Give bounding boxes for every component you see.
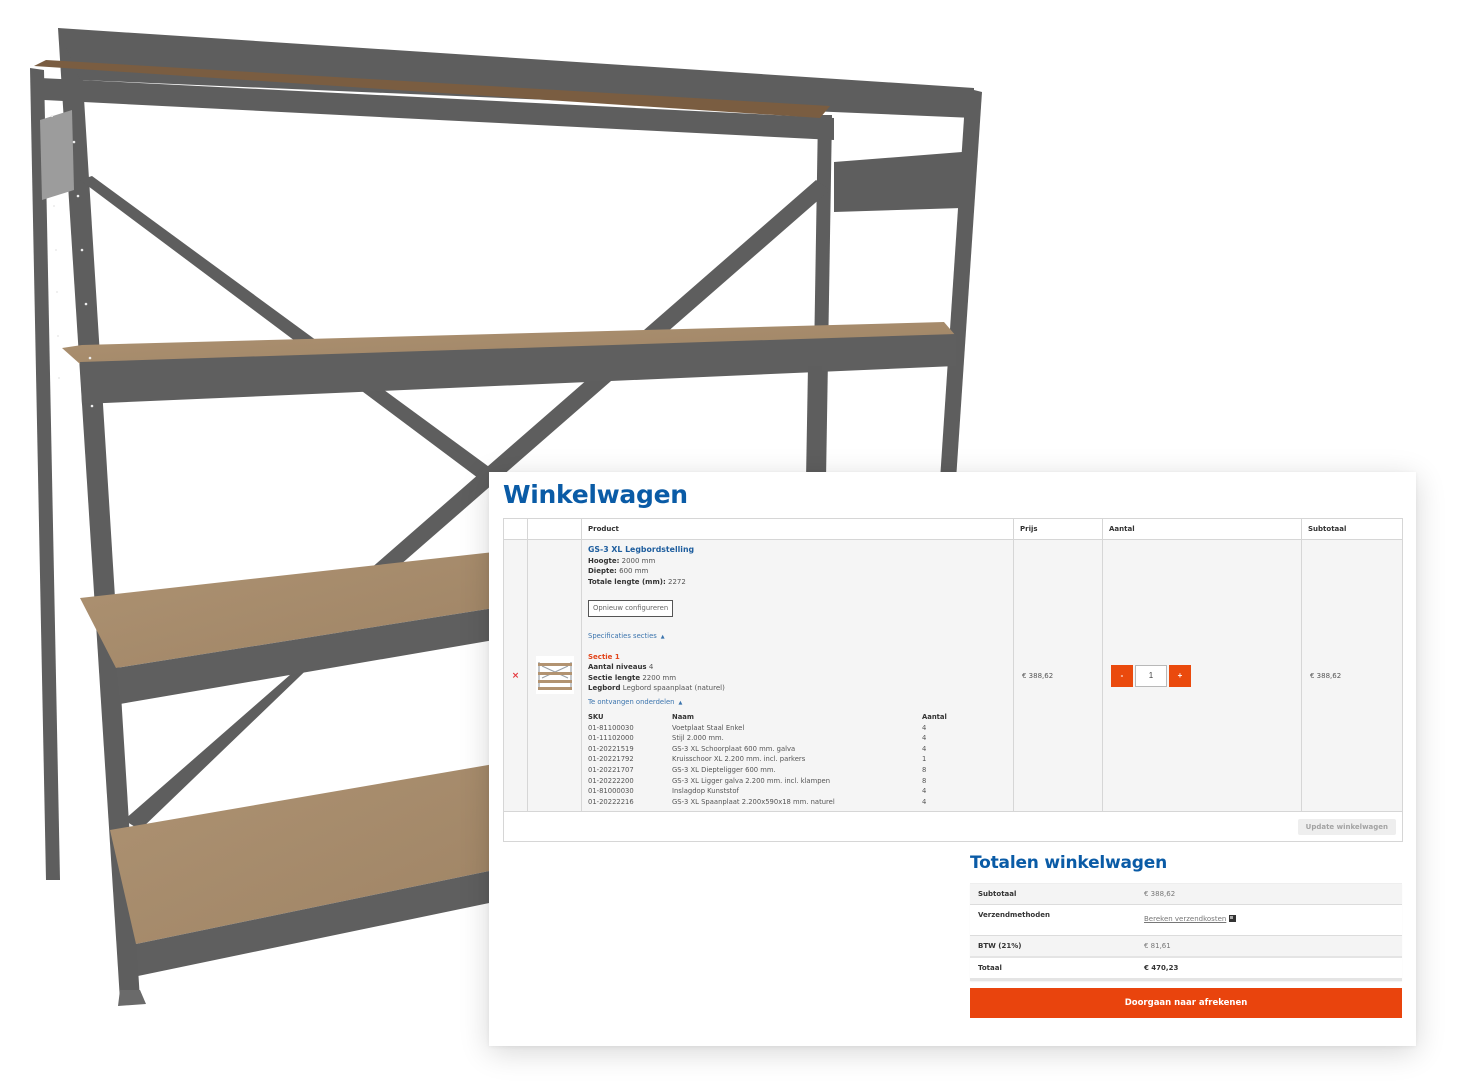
parts-header-name: Naam <box>672 713 694 722</box>
shelving-unit-thumbnail-icon[interactable] <box>535 655 574 694</box>
column-header-price: Prijs <box>1013 518 1103 540</box>
calculator-icon[interactable] <box>1229 915 1237 922</box>
product-thumbnail-cell <box>527 538 582 813</box>
parts-header-sku: SKU <box>588 713 604 722</box>
update-cart-button[interactable]: Update winkelwagen <box>1297 818 1396 835</box>
caret-up-icon: ▲ <box>678 699 683 706</box>
section-attribute-levels: Aantal niveaus 4 <box>588 663 654 671</box>
totals-row-total: Totaal € 470,23 <box>970 956 1402 981</box>
column-header-subtotal: Subtotaal <box>1301 518 1403 540</box>
cart-item-row: × <box>503 538 1403 813</box>
specs-sections-toggle[interactable]: Specificaties secties▲ <box>588 632 665 640</box>
column-header-quantity: Aantal <box>1102 518 1302 540</box>
cart-totals-title: Totalen winkelwagen <box>970 853 1168 873</box>
remove-item-button[interactable]: × <box>503 538 528 813</box>
product-attribute-total-length: Totale lengte (mm): 2272 <box>588 577 686 586</box>
parts-toggle[interactable]: Te ontvangen onderdelen▲ <box>588 697 683 706</box>
product-details: GS-3 XL Legbordstelling Hoogte: 2000 mm … <box>581 538 1014 813</box>
decrease-quantity-button[interactable]: - <box>1111 664 1133 687</box>
column-header-thumbnail <box>527 518 582 540</box>
cart-panel: Winkelwagen Product Prijs Aantal Subtota… <box>489 472 1416 1046</box>
quantity-input[interactable] <box>1135 664 1167 687</box>
product-name-link[interactable]: GS-3 XL Legbordstelling <box>588 545 695 554</box>
cart-totals-table: Subtotaal € 388,62 Verzendmethoden Berek… <box>970 883 1402 981</box>
parts-header-qty: Aantal <box>922 713 947 722</box>
caret-up-icon: ▲ <box>660 634 665 640</box>
totals-row-vat: BTW (21%) € 81,61 <box>970 935 1402 958</box>
quantity-stepper: - + <box>1102 538 1302 813</box>
totals-row-shipping: Verzendmethoden Bereken verzendkosten <box>970 904 1402 936</box>
item-price: € 388,62 <box>1013 538 1103 813</box>
increase-quantity-button[interactable]: + <box>1169 664 1191 687</box>
remove-icon[interactable]: × <box>511 670 520 681</box>
cart-table-header: Product Prijs Aantal Subtotaal <box>503 518 1403 540</box>
column-header-remove <box>503 518 528 540</box>
product-attribute-height: Hoogte: 2000 mm <box>588 556 656 565</box>
totals-row-subtotal: Subtotaal € 388,62 <box>970 883 1402 905</box>
section-title: Sectie 1 <box>588 652 620 661</box>
product-attribute-depth: Diepte: 600 mm <box>588 567 649 575</box>
section-attribute-shelf: Legbord Legbord spaanplaat (naturel) <box>588 684 725 692</box>
page-title: Winkelwagen <box>503 480 688 509</box>
reconfigure-button[interactable]: Opnieuw configureren <box>588 600 674 617</box>
column-header-product: Product <box>581 518 1014 540</box>
proceed-to-checkout-button[interactable]: Doorgaan naar afrekenen <box>970 988 1402 1018</box>
cart-actions-row: Update winkelwagen <box>503 811 1403 843</box>
cart-table: Product Prijs Aantal Subtotaal × <box>503 518 1403 843</box>
section-attribute-length: Sectie lengte 2200 mm <box>588 673 677 682</box>
item-subtotal: € 388,62 <box>1301 538 1403 813</box>
calculate-shipping-link[interactable]: Bereken verzendkosten <box>1144 915 1227 923</box>
